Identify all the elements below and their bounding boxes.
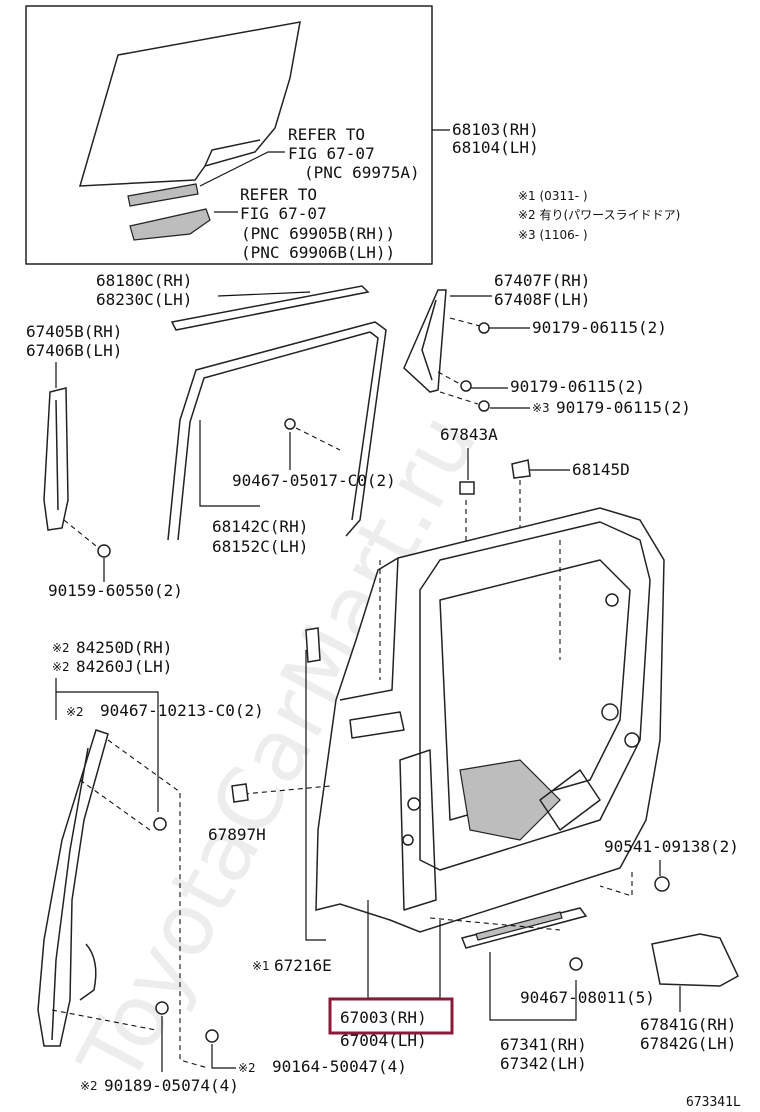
refer2-line2: FIG 67-07 — [240, 204, 327, 223]
part-90189-mark: ※2 — [80, 1079, 98, 1093]
part-84250[interactable]: 84250D(RH) — [76, 638, 172, 657]
part-67842[interactable]: 67842G(LH) — [640, 1034, 736, 1053]
part-67406[interactable]: 67406B(LH) — [26, 341, 122, 360]
cushion-67843[interactable] — [459, 481, 475, 495]
refer2-line3: (PNC 69905B(RH)) — [241, 224, 395, 243]
bolt-90179-a[interactable] — [478, 322, 490, 334]
part-90467-c[interactable]: 90467-08011(5) — [520, 988, 655, 1007]
part-68103[interactable]: 68103(RH) — [452, 120, 539, 139]
part-90189[interactable]: 90189-05074(4) — [104, 1076, 239, 1095]
part-67407[interactable]: 67407F(RH) — [494, 271, 590, 290]
part-67216[interactable]: 67216E — [274, 956, 332, 975]
inset-glass-box — [25, 5, 450, 265]
part-90179-c-mark: ※3 — [532, 401, 550, 415]
part-90179-a[interactable]: 90179-06115(2) — [532, 318, 667, 337]
part-90164-mark: ※2 — [238, 1061, 256, 1075]
part-68104[interactable]: 68104(LH) — [452, 138, 539, 157]
part-90467-b[interactable]: 90467-10213-C0(2) — [100, 701, 264, 720]
figure-code: 673341L — [686, 1095, 741, 1110]
part-67405[interactable]: 67405B(RH) — [26, 322, 122, 341]
refer1-line1: REFER TO — [288, 125, 365, 144]
highlight-box-67003 — [328, 997, 454, 1035]
screw-90159[interactable] — [97, 544, 111, 558]
note-1: ※1 (0311- ) — [518, 189, 588, 203]
clip-90467-b[interactable] — [153, 817, 167, 831]
glass-channel-strip[interactable] — [127, 183, 199, 207]
service-hole-cover-67841[interactable] — [651, 933, 739, 987]
clip-90189[interactable] — [155, 1001, 169, 1015]
part-67408[interactable]: 67408F(LH) — [494, 290, 590, 309]
part-68152[interactable]: 68152C(LH) — [212, 537, 308, 556]
part-90467-b-mark: ※2 — [66, 705, 84, 719]
door-glass[interactable] — [78, 21, 301, 187]
part-84260-mark: ※2 — [52, 660, 70, 674]
clip-90467-a[interactable] — [284, 418, 296, 430]
hinge-bracket-67216[interactable] — [305, 627, 321, 663]
part-68230[interactable]: 68230C(LH) — [96, 290, 192, 309]
door-panel-assembly[interactable] — [315, 507, 665, 933]
part-67342[interactable]: 67342(LH) — [500, 1054, 587, 1073]
bracket-67897[interactable] — [231, 783, 249, 803]
part-90164[interactable]: 90164-50047(4) — [272, 1057, 407, 1076]
part-67341[interactable]: 67341(RH) — [500, 1035, 587, 1054]
part-84260[interactable]: 84260J(LH) — [76, 657, 172, 676]
part-68145[interactable]: 68145D — [572, 460, 630, 479]
part-67003[interactable]: 67003(RH) — [340, 1008, 427, 1027]
belt-moulding[interactable] — [170, 285, 370, 331]
refer1-line3: (PNC 69975A) — [304, 163, 420, 182]
part-67216-mark: ※1 — [252, 959, 270, 973]
glass-run-strip[interactable] — [129, 208, 211, 241]
refer2-line4: (PNC 69906B(LH)) — [241, 243, 395, 262]
note-2: ※2 有り(パワースライドドア) — [518, 208, 680, 222]
note-3: ※3 (1106- ) — [518, 228, 588, 242]
refer1-line2: FIG 67-07 — [288, 144, 375, 163]
part-90179-c[interactable]: 90179-06115(2) — [556, 398, 691, 417]
door-frame-weatherstrip[interactable] — [167, 321, 387, 541]
part-67841[interactable]: 67841G(RH) — [640, 1015, 736, 1034]
part-67897[interactable]: 67897H — [208, 825, 266, 844]
bolt-90179-c[interactable] — [478, 400, 490, 412]
part-90159[interactable]: 90159-60550(2) — [48, 581, 183, 600]
part-68180[interactable]: 68180C(RH) — [96, 271, 192, 290]
bolt-90179-b[interactable] — [460, 380, 472, 392]
front-division-channel[interactable] — [43, 387, 69, 531]
part-90541[interactable]: 90541-09138(2) — [604, 837, 739, 856]
bolt-90541[interactable] — [654, 876, 670, 892]
part-68142[interactable]: 68142C(RH) — [212, 517, 308, 536]
part-67843[interactable]: 67843A — [440, 425, 498, 444]
clip-90467-c[interactable] — [569, 957, 583, 971]
refer2-line1: REFER TO — [240, 185, 317, 204]
part-90179-b[interactable]: 90179-06115(2) — [510, 377, 645, 396]
part-84250-mark: ※2 — [52, 641, 70, 655]
part-90467-a[interactable]: 90467-05017-C0(2) — [232, 471, 396, 490]
stopper-68145[interactable] — [511, 459, 531, 479]
screw-90164[interactable] — [205, 1029, 219, 1043]
part-67004[interactable]: 67004(LH) — [340, 1031, 427, 1050]
